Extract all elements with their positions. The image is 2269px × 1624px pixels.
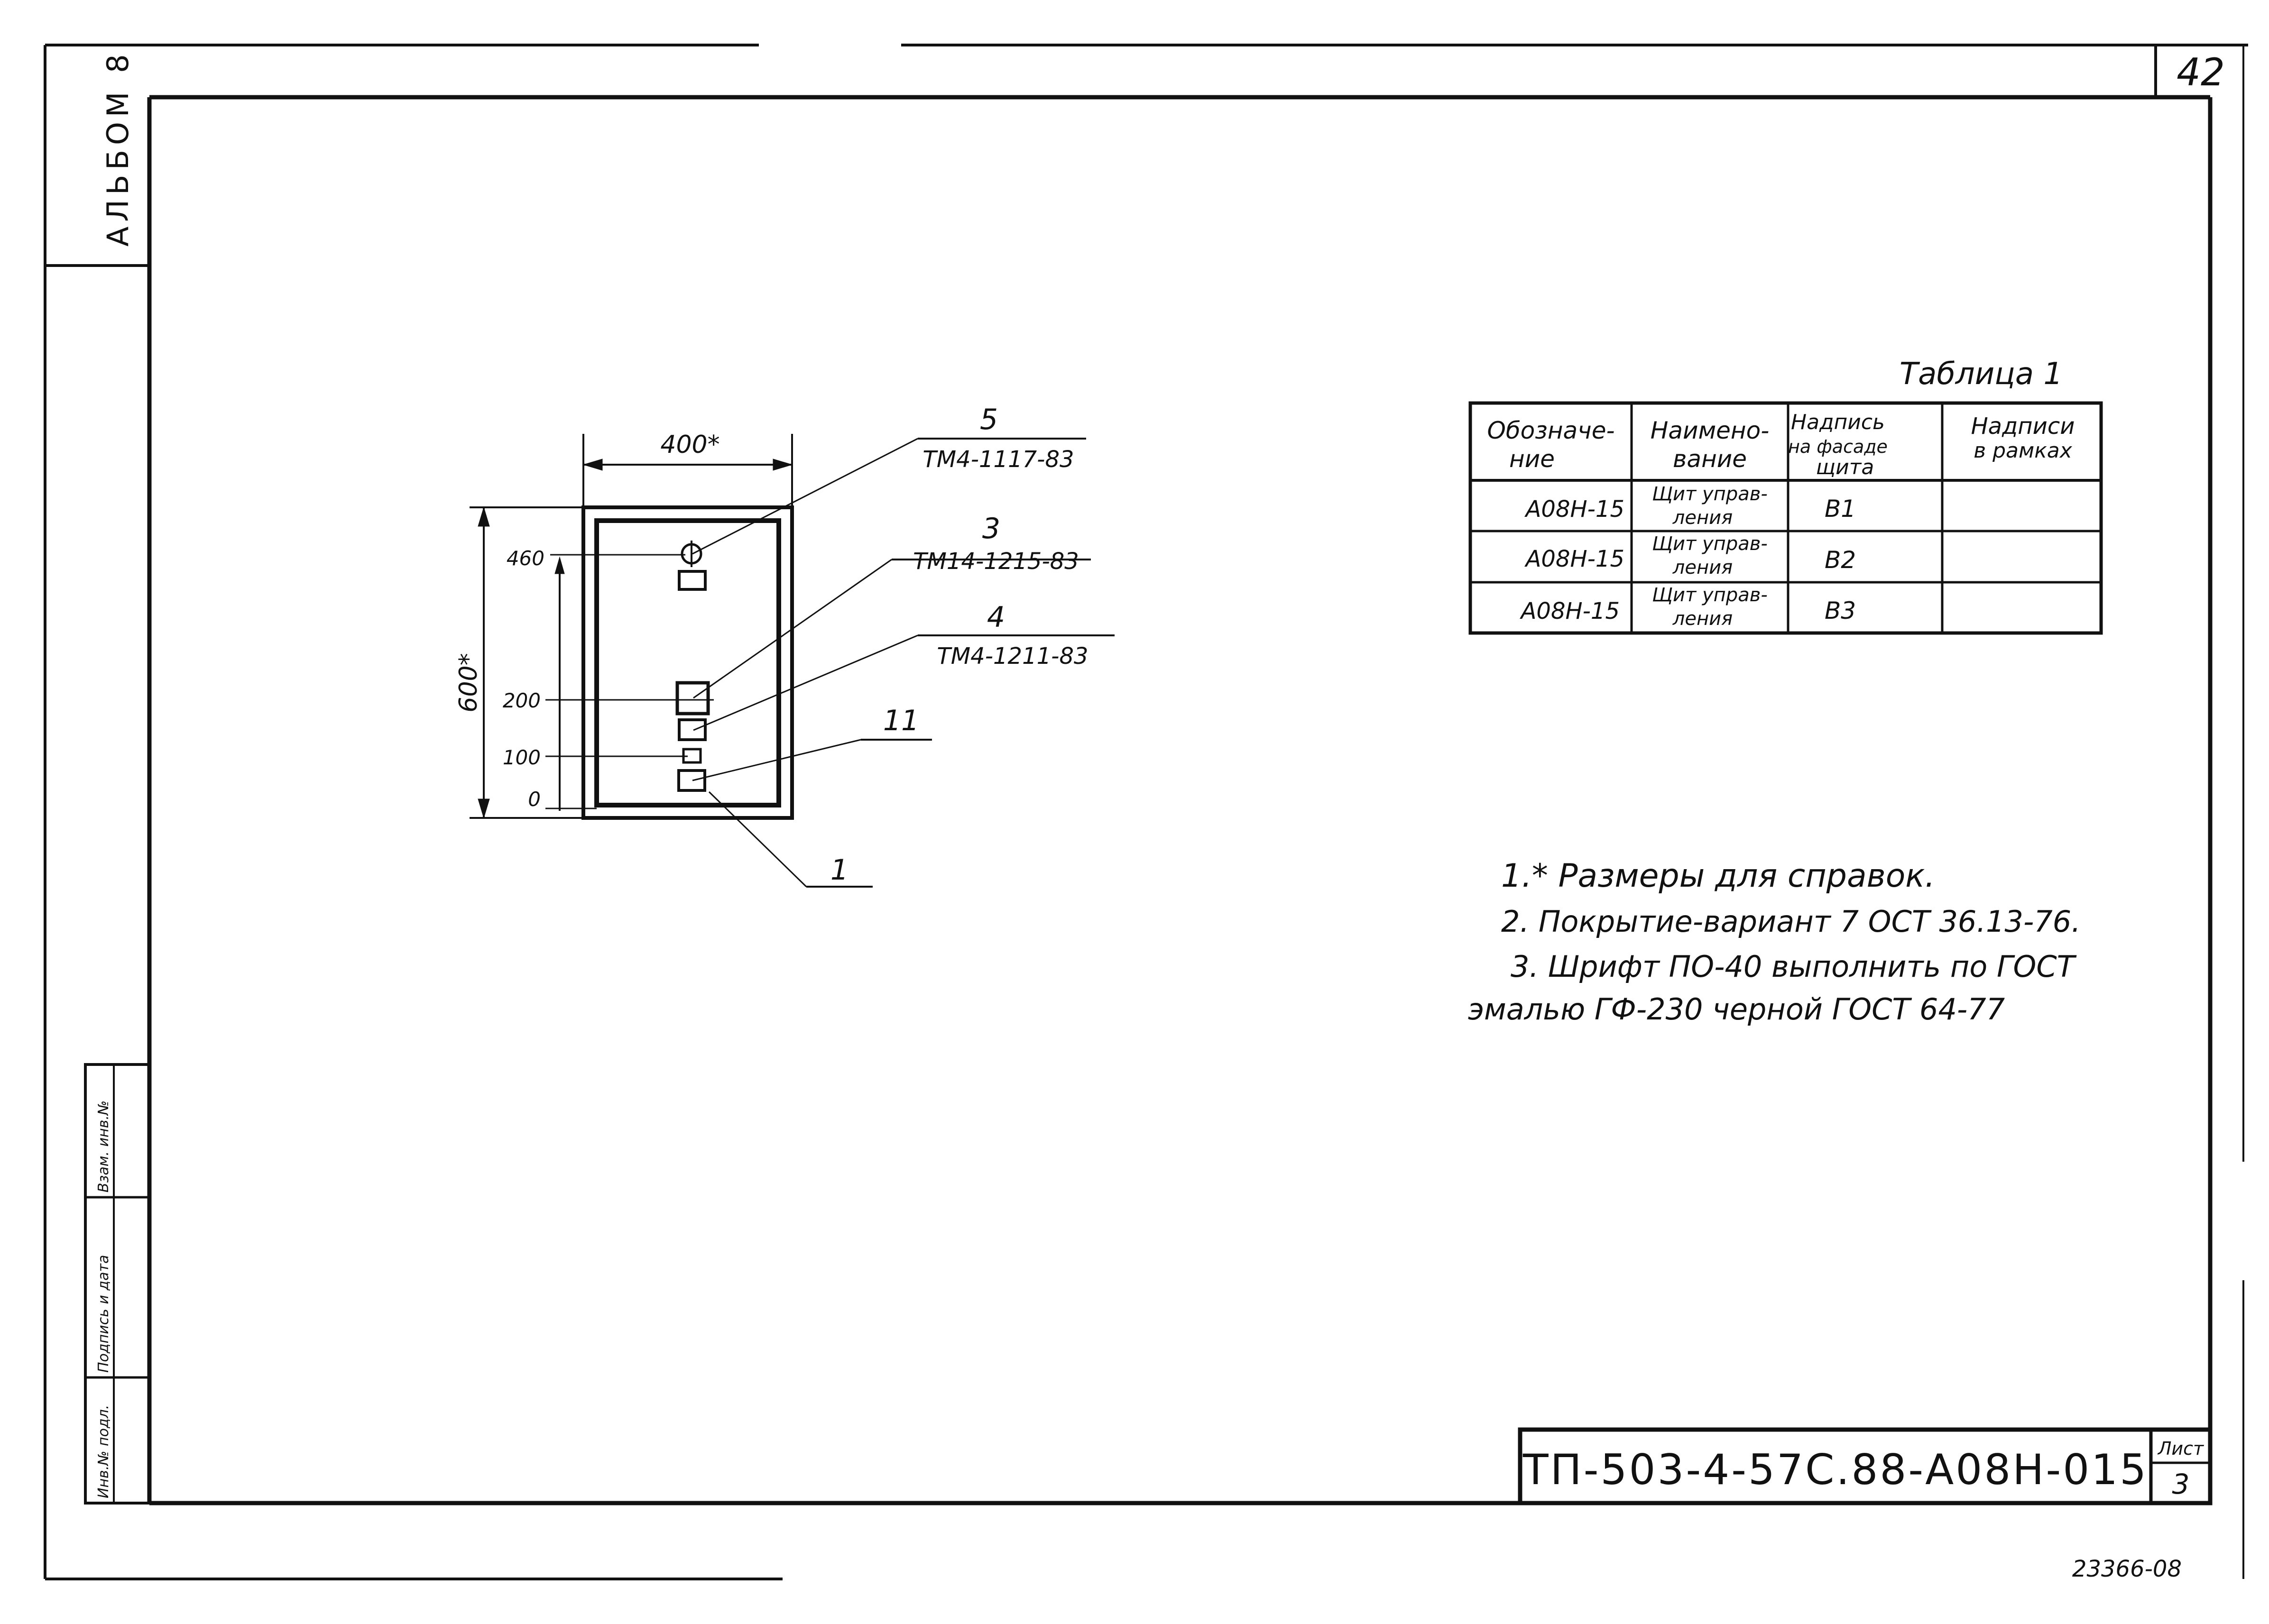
panel-drawing [470,434,1115,888]
cell-facade: В1 [1825,495,1856,523]
cell-name: ления [1672,507,1733,529]
stamp-signature-label: Подпись и дата [95,1255,112,1373]
table-grid [1468,401,2103,635]
archive-number: 23366-08 [2072,1556,2182,1582]
ordinate-label: 0 [528,788,541,811]
notes: 1.* Размеры для справок. 2. Покрытие-вар… [1468,857,2081,1027]
cell-name: Щит управ- [1652,483,1768,505]
table-row: А08Н-15 Щит управ- ления В3 [1520,584,1856,630]
callout-number: 5 [980,403,998,436]
panel-outer [581,505,794,820]
stamp-replacement-label: Взам. инв.№ [95,1101,112,1193]
width-dimension: 400* [660,431,719,459]
header-frames: Надписи [1971,413,2075,440]
table-row: А08Н-15 Щит управ- ления В1 [1524,483,1856,529]
sheet-frame [44,44,2248,1580]
table-header: Обозначе- ние Наимено- вание Надпись на … [1487,410,2075,479]
header-facade: Надпись [1791,410,1885,434]
callout-number: 3 [982,512,1000,545]
document-code: ТП-503-4-57С.88-А08Н-015 [1522,1445,2148,1494]
cell-facade: В3 [1825,597,1856,624]
cell-designation: А08Н-15 [1524,496,1624,523]
callout-number: 11 [883,704,919,737]
cell-name: ления [1672,608,1733,630]
ordinate-label: 100 [503,746,541,769]
header-designation: Обозначе- [1487,417,1614,444]
ordinate-label: 460 [507,547,544,570]
callout-number: 4 [987,601,1005,634]
stamp-inventory-label: Инв.№ подл. [95,1405,112,1498]
note-item: эмалью ГФ-230 черной ГОСТ 64-77 [1468,992,2005,1027]
note-item: 3. Шрифт ПО-40 выполнить по ГОСТ [1511,949,2077,984]
album-label: АЛЬБОМ 8 [101,49,135,247]
cell-designation: А08Н-15 [1524,546,1624,572]
table-caption: Таблица 1 [1900,357,2063,392]
note-item: 1.* Размеры для справок. [1501,857,1935,895]
page-number: 42 [2177,50,2225,94]
callout-code: ТМ4-1211-83 [937,643,1088,670]
header-facade: щита [1816,455,1874,479]
cell-facade: В2 [1825,546,1856,574]
callout-code: ТМ4-1117-83 [922,446,1074,473]
header-name: Наимено- [1651,417,1770,444]
callout-number: 1 [830,853,849,887]
cell-designation: А08Н-15 [1520,598,1620,624]
panel-inner [594,518,781,807]
cell-name: Щит управ- [1652,584,1768,606]
header-name: вание [1673,445,1747,473]
callout-code: ТМ14-1215-83 [913,548,1079,575]
cell-name: ления [1672,557,1733,578]
table-row: А08Н-15 Щит управ- ления В2 [1524,533,1856,578]
note-item: 2. Покрытие-вариант 7 ОСТ 36.13-76. [1501,904,2081,939]
height-dimension: 600* [454,653,483,712]
header-facade: на фасаде [1788,436,1888,457]
header-designation: ние [1509,445,1555,473]
sheet-number: 3 [2172,1468,2190,1500]
sheet-label: Лист [2157,1438,2204,1459]
cell-name: Щит управ- [1652,533,1768,555]
ordinate-label: 200 [503,689,541,712]
header-frames: в рамках [1974,439,2073,463]
